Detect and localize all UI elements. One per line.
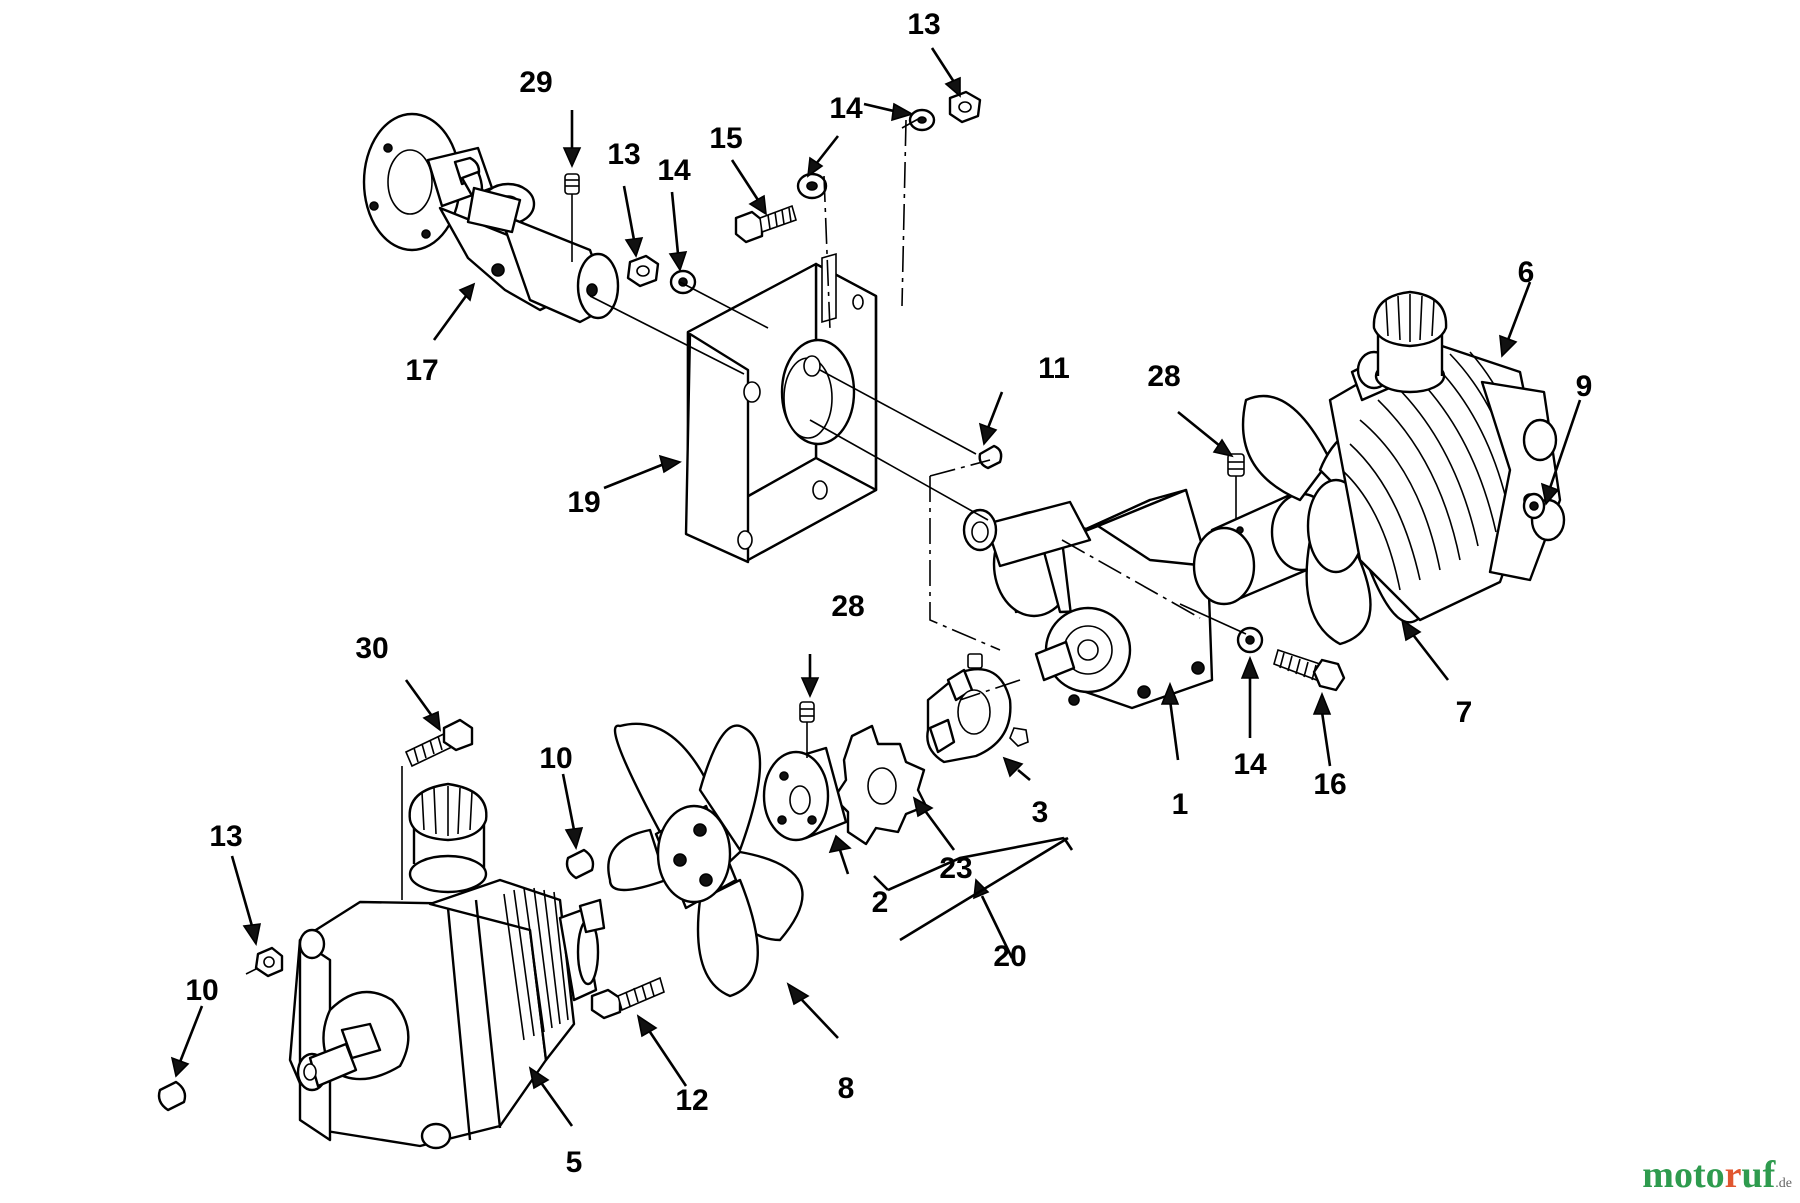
watermark-part-4: .de xyxy=(1775,1176,1792,1191)
watermark-part-1: moto xyxy=(1642,1154,1725,1196)
callout-12: 12 xyxy=(675,1084,708,1117)
callout-10-left: 10 xyxy=(185,974,218,1007)
washer-part-14-top xyxy=(796,172,828,200)
assembly-lines xyxy=(589,117,1247,701)
watermark-part-3: uf xyxy=(1741,1154,1776,1196)
leader-lines xyxy=(170,47,1582,1127)
callout-7: 7 xyxy=(1456,696,1473,729)
nut-part-13-bracket xyxy=(626,254,660,288)
coupling-hub-motor-side xyxy=(1192,492,1334,606)
callout-23: 23 xyxy=(939,852,972,885)
key-part-10-left xyxy=(157,1080,187,1112)
callout-10-center: 10 xyxy=(539,742,572,775)
callout-30: 30 xyxy=(355,632,388,665)
callout-9: 9 xyxy=(1576,370,1593,403)
callout-28-right: 28 xyxy=(1147,360,1180,393)
motor-part-6 xyxy=(1328,290,1566,622)
callout-14-bracket: 14 xyxy=(657,154,691,187)
watermark-part-2: r xyxy=(1724,1154,1742,1196)
callout-8: 8 xyxy=(838,1072,855,1105)
fan-part-8 xyxy=(607,722,804,998)
cap-screw-part-12 xyxy=(590,976,665,1020)
cap-screw-part-16 xyxy=(1273,648,1346,692)
callout-14-top: 14 xyxy=(829,92,863,125)
callout-29: 29 xyxy=(519,66,552,99)
watermark-logo: motoruf.de xyxy=(1642,1153,1792,1197)
callout-14-right: 14 xyxy=(1233,748,1267,781)
callout-28-left: 28 xyxy=(831,590,864,623)
washer-part-14-right xyxy=(1236,626,1264,654)
callout-17: 17 xyxy=(405,354,438,387)
callout-13-top: 13 xyxy=(907,8,940,41)
key-part-11 xyxy=(978,444,1003,470)
cap-screw-part-15 xyxy=(734,204,797,244)
gear-motor-part-5 xyxy=(288,782,606,1150)
callout-19: 19 xyxy=(567,486,600,519)
callout-20: 20 xyxy=(993,940,1026,973)
callout-5: 5 xyxy=(566,1146,583,1179)
cap-screw-part-30 xyxy=(401,718,474,900)
coupling-hub-part-2 xyxy=(762,746,848,842)
spider-insert-part-23 xyxy=(832,724,928,846)
washer-part-14-bracket xyxy=(669,269,697,295)
washer-part-14-top-right xyxy=(908,108,936,132)
set-screw-part-28-left xyxy=(799,701,815,758)
nut-part-13-left xyxy=(245,946,284,978)
callout-3: 3 xyxy=(1032,796,1049,829)
callout-13-left: 13 xyxy=(209,820,242,853)
mounting-bracket-part-19 xyxy=(684,252,878,564)
callout-15: 15 xyxy=(709,122,742,155)
callout-6: 6 xyxy=(1518,256,1535,289)
set-screw-part-29 xyxy=(564,173,580,262)
nut-part-13-top xyxy=(948,90,982,124)
callout-labels: 1 2 3 5 6 7 8 9 10 10 11 12 13 13 13 14 … xyxy=(185,8,1592,1179)
universal-joint-part-17 xyxy=(362,112,620,324)
callout-11: 11 xyxy=(1038,352,1070,385)
group-bracket-part-20 xyxy=(899,836,1069,942)
callout-2: 2 xyxy=(872,886,889,919)
key-part-10-center xyxy=(565,848,595,880)
coupling-half-part-3 xyxy=(926,653,1029,764)
screw-part-9 xyxy=(1522,492,1546,520)
callout-16: 16 xyxy=(1313,768,1346,801)
callout-1: 1 xyxy=(1172,788,1189,821)
callout-13-bracket: 13 xyxy=(607,138,640,171)
